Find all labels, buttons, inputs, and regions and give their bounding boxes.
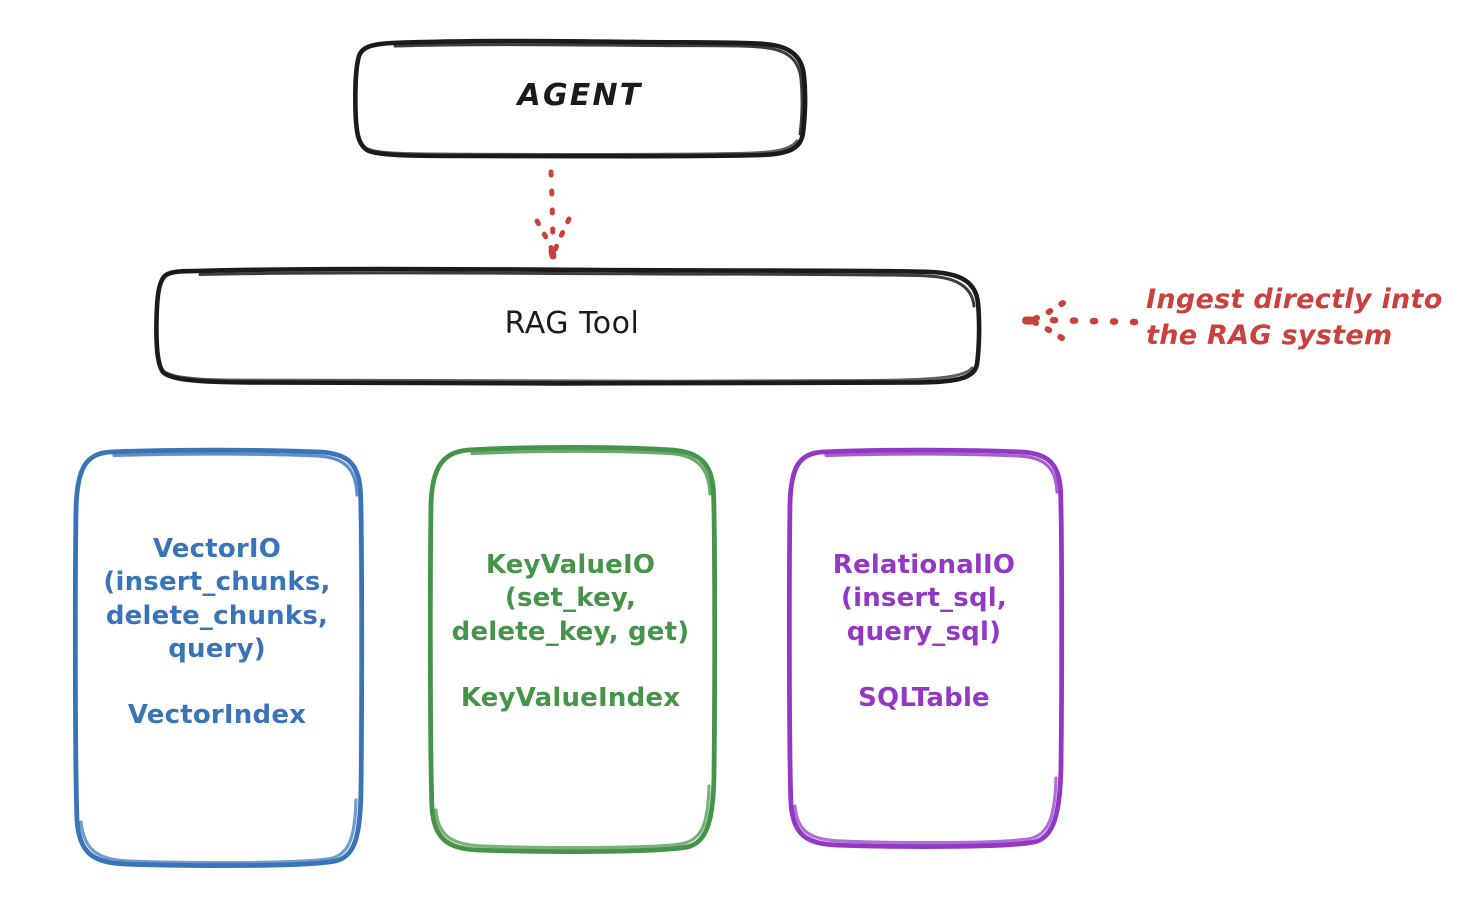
key-value-io-box[interactable] [427,444,718,854]
agent-to-rag-tool-arrow-tip [548,247,557,260]
ingest-to-rag-tool-arrow-line [1041,316,1139,326]
vector-io-box-outline-sketch-overlay-bottom [79,798,358,865]
rag-tool-box-outline-sketch-overlay [198,271,976,308]
relational-io-box-outline-sketch-overlay-bottom [793,776,1058,845]
vector-io-box-outline-sketch-overlay [112,452,359,497]
agent-box-outline-sketch-overlay [393,43,804,136]
agent-box-outline-sketch-overlay-bottom [360,139,799,156]
agent-box-outline [353,38,808,159]
vector-io-box-outline [72,447,365,868]
relational-io-box-outline-sketch-overlay [824,452,1059,494]
agent-to-rag-tool-arrow-line [548,169,556,249]
ingest-annotation-label: Ingest directly into the RAG system [1146,284,1443,352]
key-value-io-box-outline [427,444,718,854]
agent-to-rag-tool-arrow [534,169,572,260]
key-value-io-box-outline-sketch-overlay [470,449,712,496]
rag-tool-box-outline-sketch-overlay-bottom [159,366,974,383]
relational-io-box[interactable] [786,447,1065,849]
ingest-to-rag-tool-arrow [1022,300,1139,341]
relational-io-box-outline [786,447,1065,849]
rag-tool-box-outline [154,266,982,386]
vector-io-box[interactable] [72,447,365,868]
ingest-to-rag-tool-arrow-head [1029,300,1066,341]
key-value-io-box-outline-sketch-overlay-bottom [434,784,711,850]
rag-tool-box[interactable] [154,266,982,386]
agent-to-rag-tool-arrow-head [534,216,572,255]
agent-box[interactable] [353,38,808,159]
